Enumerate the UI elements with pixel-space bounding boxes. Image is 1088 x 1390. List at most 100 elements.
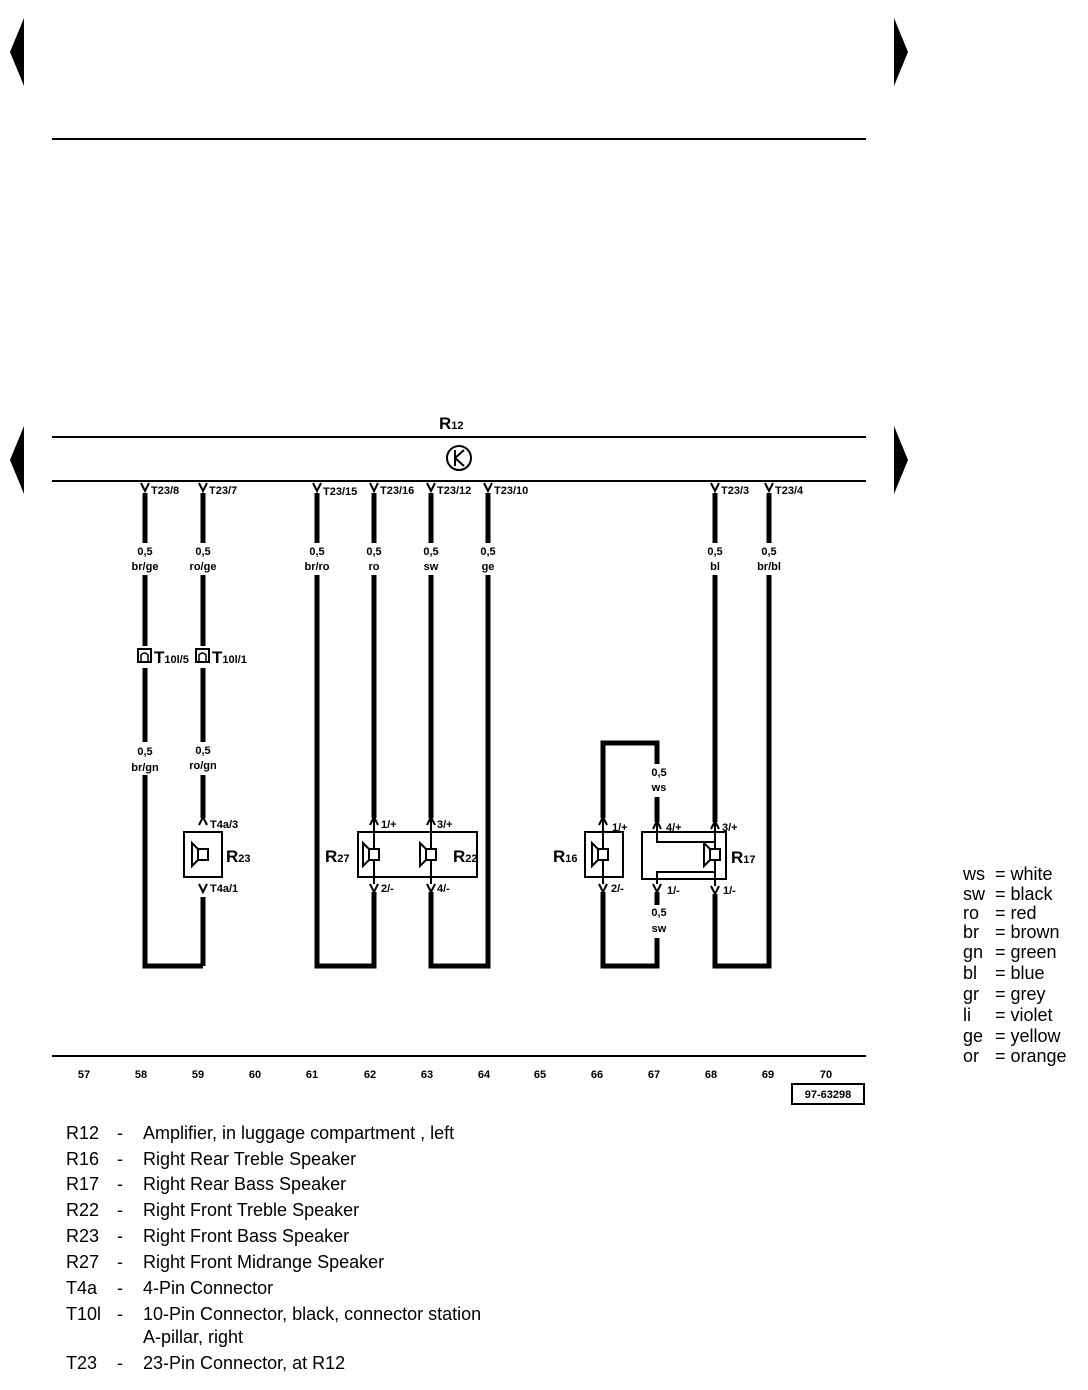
connector-icon	[137, 648, 152, 663]
wire-color: sw	[652, 923, 667, 935]
wire-gauge: 0,5	[761, 546, 776, 558]
speaker-icon	[191, 840, 209, 869]
pin-arrow-icon	[426, 883, 436, 895]
legend-code: T23	[66, 1353, 97, 1373]
legend-desc: Right Rear Treble Speaker	[143, 1149, 356, 1169]
svg-text:R27: R27	[325, 847, 350, 866]
svg-text:R17: R17	[731, 848, 756, 867]
wire-br-ge	[142, 493, 203, 969]
pin-arrow-icon	[483, 482, 493, 494]
pin-arrow-icon	[426, 482, 436, 494]
color-key-code: gr	[963, 984, 979, 1004]
legend-desc: Amplifier, in luggage compartment , left	[143, 1123, 454, 1143]
color-key-name: = orange	[995, 1046, 1067, 1066]
column-number: 58	[135, 1069, 147, 1081]
svg-text:2/-: 2/-	[611, 883, 624, 895]
wire-gauge: 0,5	[423, 546, 438, 558]
amp-pin-label: T23/7	[209, 485, 237, 497]
wires	[142, 493, 772, 969]
svg-text:97-63298: 97-63298	[805, 1089, 852, 1101]
svg-text:T10l/1: T10l/1	[212, 648, 247, 667]
column-number: 63	[421, 1069, 433, 1081]
color-key-code: gn	[963, 942, 983, 962]
wire-gauge: 0,5	[195, 546, 210, 558]
svg-text:T4a/3: T4a/3	[210, 819, 238, 831]
amplifier-r12: R12	[52, 414, 866, 482]
legend-desc: 4-Pin Connector	[143, 1278, 273, 1298]
svg-text:R23: R23	[226, 847, 251, 866]
wire-ws	[600, 740, 660, 822]
svg-text:T10l/5: T10l/5	[154, 648, 189, 667]
wire-gauge: 0,5	[651, 767, 666, 779]
svg-text:1/+: 1/+	[381, 819, 397, 831]
amp-pin-label: T23/4	[775, 485, 804, 497]
legend-desc: Right Front Treble Speaker	[143, 1200, 359, 1220]
amp-pin-label: T23/10	[494, 485, 528, 497]
amplifier-pins: T23/8 T23/7 T23/15 T23/16 T23/12 T23/10 …	[140, 482, 804, 498]
color-key-code: ws	[962, 864, 985, 884]
wire-color: bl	[710, 561, 720, 573]
column-number: 57	[78, 1069, 90, 1081]
wire-color: ro	[369, 561, 380, 573]
color-key-code: sw	[963, 884, 986, 904]
pin-arrow-icon	[710, 482, 720, 494]
speaker-r23: T4a/3 T4a/1 R23	[183, 814, 251, 895]
wire-color: br/bl	[757, 561, 781, 573]
svg-text:T4a/1: T4a/1	[210, 883, 238, 895]
wire-gauge: 0,5	[480, 546, 495, 558]
pin-arrow-icon	[652, 883, 662, 895]
speaker-r17: 4/+ 3/+ 1/- 1/- R17	[641, 818, 756, 897]
legend-code: R27	[66, 1252, 99, 1272]
legend-desc: A-pillar, right	[143, 1327, 243, 1347]
next-page-arrow-icon[interactable]	[894, 18, 908, 86]
column-number: 62	[364, 1069, 376, 1081]
legend-code: R16	[66, 1149, 99, 1169]
column-number: 70	[820, 1069, 832, 1081]
pin-arrow-icon	[198, 814, 208, 826]
color-key-name: = yellow	[995, 1026, 1062, 1046]
amp-pin-label: T23/3	[721, 485, 749, 497]
legend-code: R23	[66, 1226, 99, 1246]
legend-code: R12	[66, 1123, 99, 1143]
legend-desc: Right Front Midrange Speaker	[143, 1252, 384, 1272]
wire-color: ge	[482, 561, 495, 573]
color-key-code: ro	[963, 903, 979, 923]
wire-color: br/ro	[304, 561, 329, 573]
svg-text:R22: R22	[453, 847, 478, 866]
color-key-code: bl	[963, 963, 977, 983]
legend-dash: -	[117, 1304, 123, 1324]
wire-sw-r16	[600, 892, 660, 969]
legend-dash: -	[117, 1123, 123, 1143]
connector-icon	[195, 648, 210, 663]
previous-page-arrow-icon[interactable]	[10, 18, 24, 86]
column-number: 66	[591, 1069, 603, 1081]
svg-text:4/+: 4/+	[666, 822, 682, 834]
pin-arrow-icon	[710, 818, 720, 830]
color-key-name: = violet	[995, 1005, 1053, 1025]
reference-code-box: 97-63298	[791, 1083, 865, 1105]
svg-text:1/+: 1/+	[612, 822, 628, 834]
pin-arrow-icon	[764, 482, 774, 494]
svg-text:3/+: 3/+	[722, 822, 738, 834]
pin-arrow-icon	[710, 885, 720, 897]
legend-dash: -	[117, 1226, 123, 1246]
previous-page-arrow-icon[interactable]	[10, 426, 24, 494]
column-number: 67	[648, 1069, 660, 1081]
color-key-code: or	[963, 1046, 979, 1066]
color-key-name: = white	[995, 864, 1053, 884]
wire-br-bl	[712, 493, 772, 969]
column-number: 60	[249, 1069, 261, 1081]
legend-code: R17	[66, 1174, 99, 1194]
next-page-arrow-icon[interactable]	[894, 426, 908, 494]
wire-gauge: 0,5	[309, 546, 324, 558]
column-number: 68	[705, 1069, 717, 1081]
amp-pin-label: T23/15	[323, 486, 357, 498]
speaker-r27-r22: 1/+ 3/+ 2/- 4/- R27 R22	[325, 814, 478, 895]
wire-color: sw	[424, 561, 439, 573]
svg-text:3/+: 3/+	[437, 819, 453, 831]
pin-arrow-icon	[652, 818, 662, 830]
legend-code: T10l	[66, 1304, 101, 1324]
column-number: 61	[306, 1069, 318, 1081]
wire-gauge: 0,5	[366, 546, 381, 558]
legend-dash: -	[117, 1278, 123, 1298]
